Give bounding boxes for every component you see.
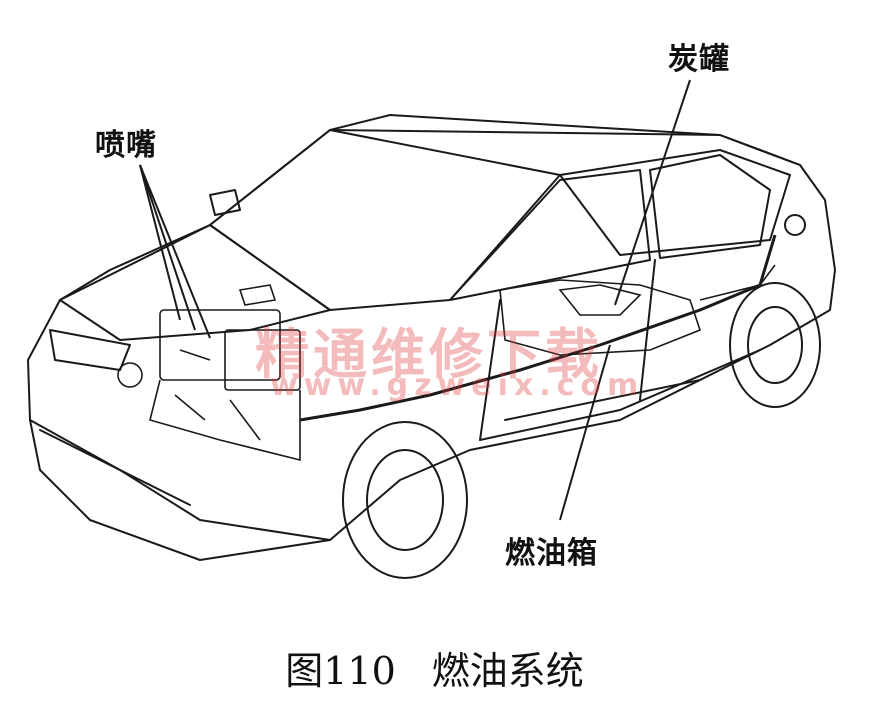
front-wheel [342, 421, 468, 579]
engine-assembly [117, 284, 301, 462]
fuel-line [299, 234, 777, 422]
front-grille [39, 429, 191, 506]
door-line-rear [639, 259, 656, 401]
figure-title: 燃油系统 [431, 649, 584, 693]
side-window-front [449, 169, 651, 301]
side-mirror [209, 189, 241, 216]
rear-wheel-hub [747, 306, 803, 384]
label-canister: 炭罐 [668, 42, 730, 77]
front-wheel-hub [366, 449, 444, 551]
side-window-rear [649, 154, 771, 259]
headlight [49, 329, 131, 371]
leader-fuel-tank [559, 344, 611, 521]
door-line [479, 299, 501, 441]
front-bumper [29, 419, 331, 541]
label-injector: 喷嘴 [95, 128, 157, 163]
figure-caption: 图110 燃油系统 [0, 640, 869, 695]
label-fuel-tank: 燃油箱 [505, 536, 598, 571]
roof-line [329, 129, 801, 166]
watermark-url: www.gzweix.com [270, 368, 645, 403]
door-trim [504, 379, 701, 421]
watermark-text: 精通维修下载 [255, 322, 603, 386]
figure-number: 图110 [285, 649, 396, 693]
fuel-filler-cap [784, 214, 806, 236]
hood [59, 224, 331, 341]
windshield [209, 129, 561, 311]
car-body-outline [27, 114, 836, 561]
rear-wheel [729, 282, 821, 408]
leader-canister [614, 79, 691, 306]
leader-injector-3 [139, 164, 211, 339]
leader-injector-2 [139, 164, 196, 331]
rear-window [559, 149, 791, 256]
leader-injector-1 [139, 164, 181, 321]
side-skirt [479, 349, 761, 441]
